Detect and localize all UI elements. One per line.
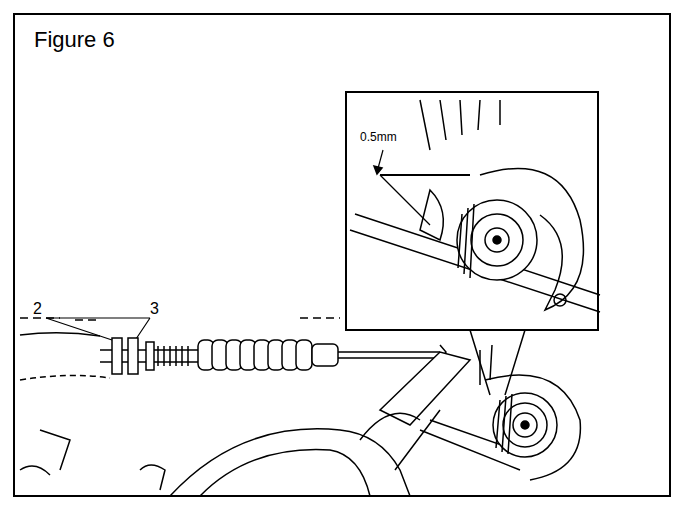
figure-title: Figure 6 bbox=[34, 28, 115, 52]
callout-number: 3 bbox=[150, 300, 159, 318]
callout-number: 2 bbox=[33, 300, 42, 318]
dimension-label: 0.5mm bbox=[360, 131, 397, 144]
